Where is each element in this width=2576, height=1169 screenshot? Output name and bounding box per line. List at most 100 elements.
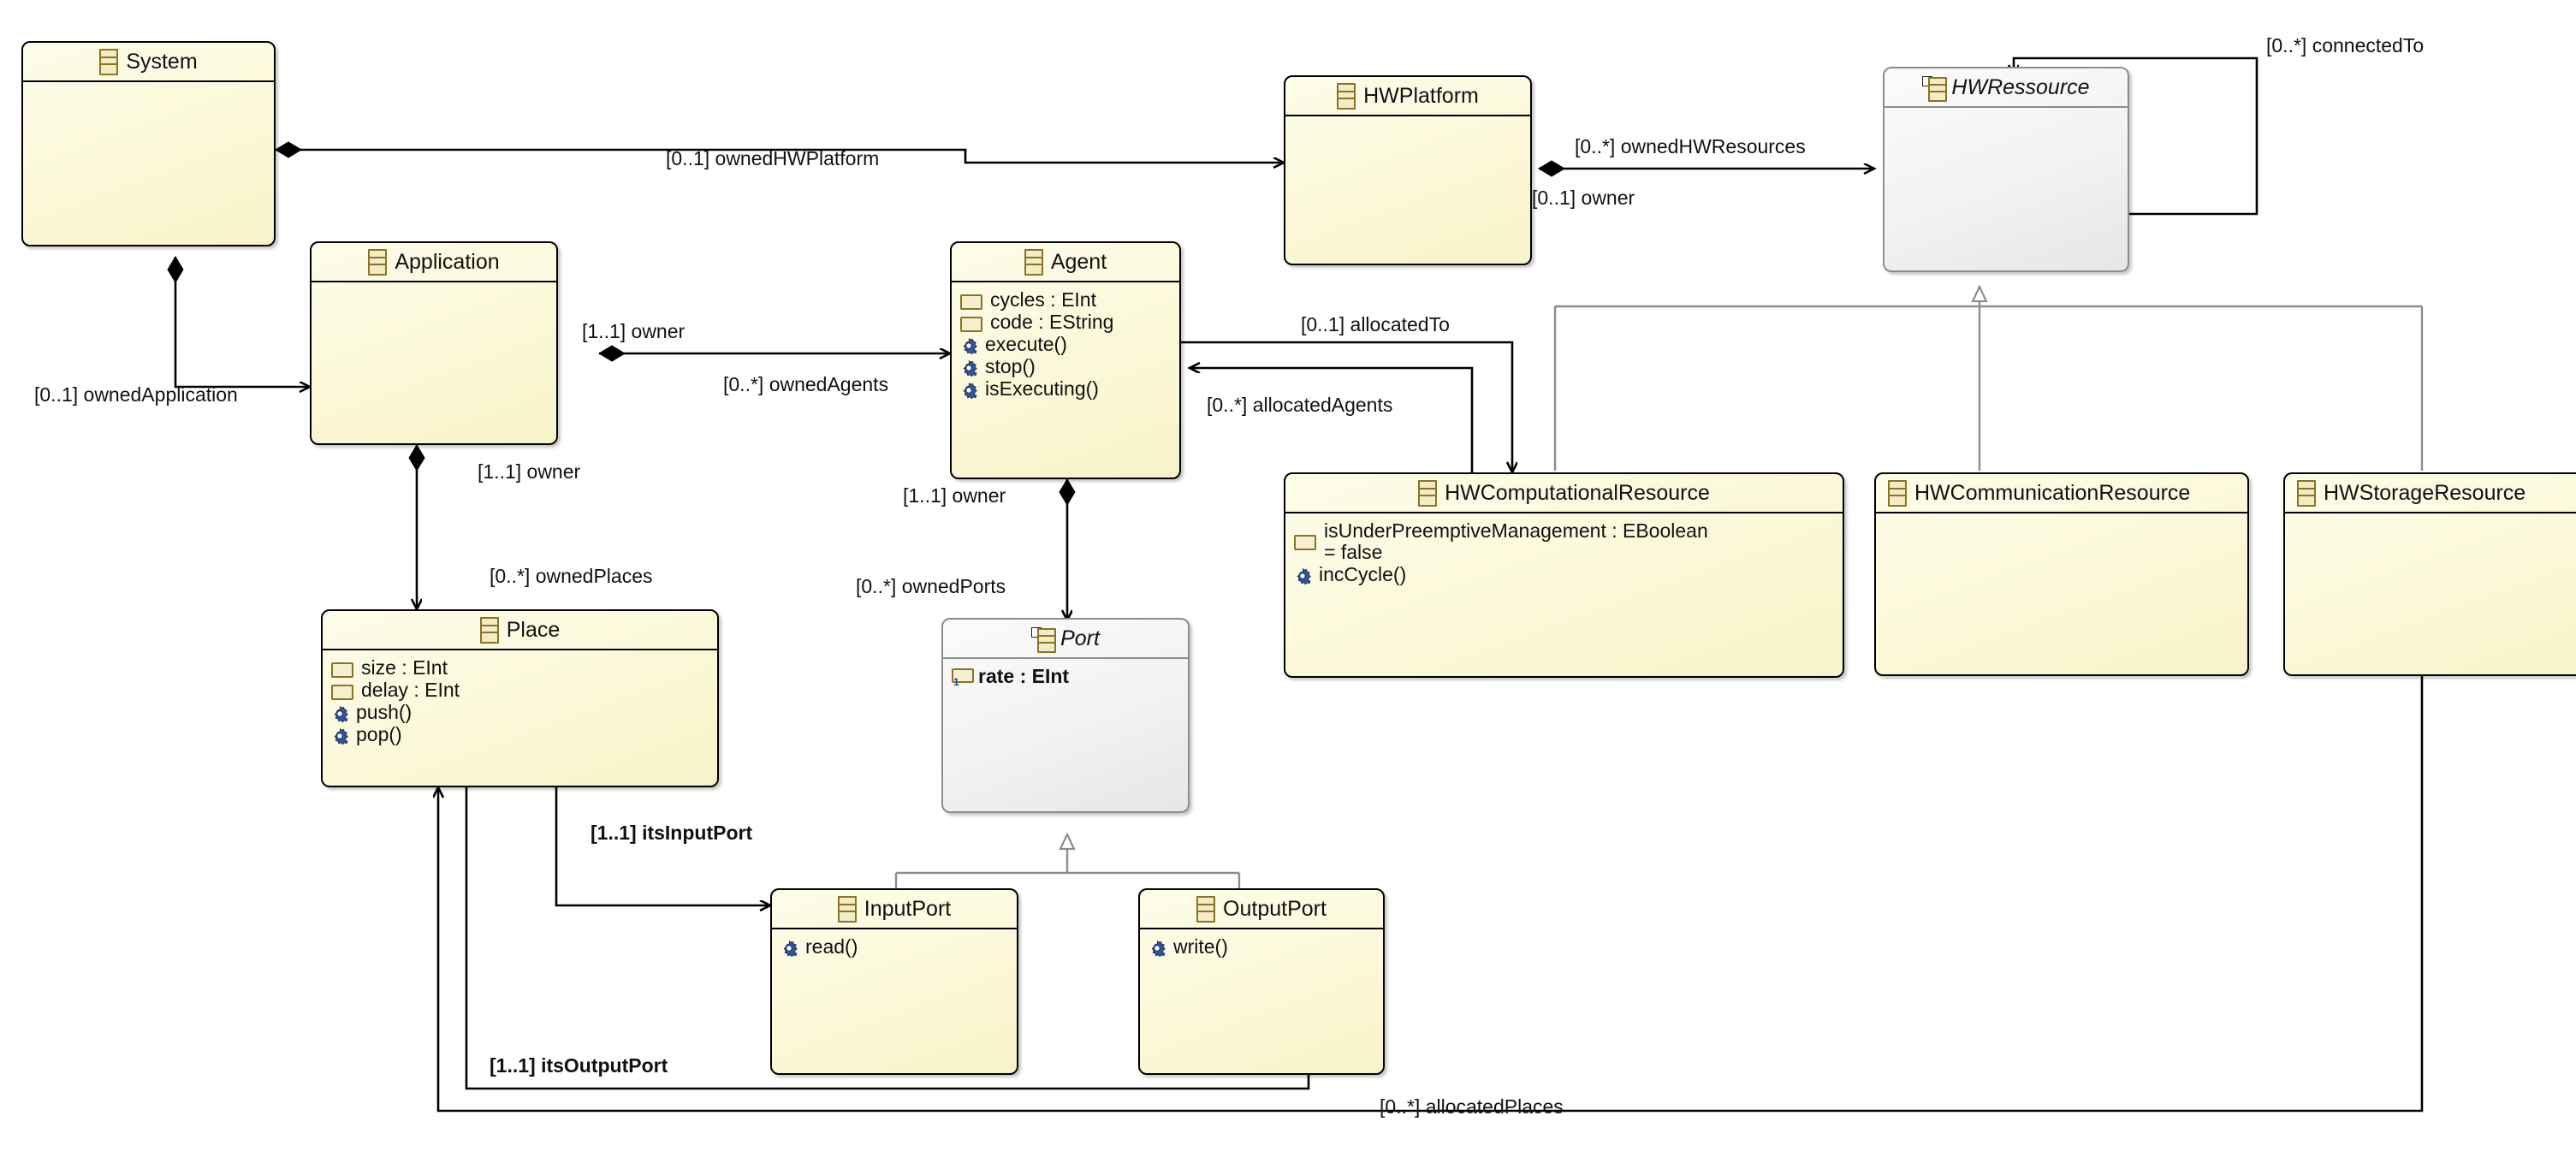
class-body (2285, 513, 2576, 525)
abstract-class-icon (1922, 75, 1948, 102)
edge-label-owner-agent-port: [1..1] owner (903, 484, 1006, 507)
attribute-icon (960, 294, 982, 310)
class-icon (1024, 248, 1043, 276)
edge-label-itsinputport: [1..1] itsInputPort (591, 822, 753, 844)
edge-label-allocatedto: [0..1] allocatedTo (1301, 313, 1450, 335)
class-icon (479, 616, 499, 644)
operation-row: read() (781, 936, 1008, 958)
class-header: OutputPort (1140, 890, 1383, 929)
edge-label-ownedhwresources: [0..*] ownedHWResources (1575, 135, 1806, 157)
class-name: Port (1060, 626, 1100, 650)
operation-gear-icon (331, 705, 348, 723)
abstract-class-icon (1031, 626, 1057, 653)
class-box-outputport[interactable]: OutputPort write() (1138, 888, 1385, 1075)
composition-diamond (1059, 478, 1076, 506)
class-body: 1 rate : EInt (943, 659, 1188, 693)
class-name: HWPlatform (1363, 83, 1479, 108)
operation-label: execute() (985, 333, 1067, 355)
attribute-label: delay : EInt (361, 679, 460, 701)
operation-label: incCycle() (1319, 563, 1407, 585)
operation-gear-icon (781, 940, 798, 958)
composition-diamond (598, 345, 626, 362)
class-box-application[interactable]: Application (310, 241, 558, 445)
operation-gear-icon (331, 727, 348, 745)
class-body: cycles : EInt code : EString execute() (952, 282, 1179, 406)
class-box-inputport[interactable]: InputPort read() (770, 888, 1018, 1075)
class-box-agent[interactable]: Agent cycles : EInt code : EString execu… (950, 241, 1181, 479)
class-name: HWStorageResource (2324, 480, 2526, 505)
attribute-icon (1294, 535, 1316, 550)
operation-gear-icon (960, 382, 977, 400)
class-name: Agent (1050, 249, 1107, 274)
operation-label: pop() (356, 723, 402, 745)
class-name: Place (506, 617, 561, 642)
class-icon (2297, 479, 2316, 507)
class-box-place[interactable]: Place size : EInt delay : EInt push() (321, 609, 719, 787)
class-name: HWComputationalResource (1445, 480, 1710, 505)
attribute-row: 1 rate : EInt (952, 666, 1179, 687)
edge-label-ownedapplication: [0..1] ownedApplication (34, 383, 238, 406)
edge-label-allocatedagents: [0..*] allocatedAgents (1207, 394, 1393, 416)
class-header: InputPort (772, 890, 1017, 929)
edge-label-allocatedplaces: [0..*] allocatedPlaces (1380, 1095, 1564, 1118)
edge-label-ownedplaces: [0..*] ownedPlaces (490, 565, 653, 587)
class-header: HWCommunicationResource (1876, 474, 2247, 513)
operation-row: incCycle() (1294, 564, 1834, 585)
class-box-hwplatform[interactable]: HWPlatform (1284, 75, 1532, 265)
class-body (1876, 513, 2247, 525)
class-name: System (126, 49, 198, 74)
operation-label: read() (805, 935, 858, 958)
attribute-icon (331, 685, 353, 700)
attribute-row: delay : EInt (331, 679, 709, 701)
class-body (312, 282, 556, 294)
class-icon (1337, 82, 1356, 110)
class-body: size : EInt delay : EInt push() (323, 650, 717, 751)
operation-row: push() (331, 702, 709, 723)
edge-label-owner-application-agent: [1..1] owner (582, 320, 686, 342)
class-box-system[interactable]: System (21, 41, 276, 246)
edge-label-ownedagents: [0..*] ownedAgents (723, 373, 889, 395)
class-body: read() (772, 929, 1017, 964)
edge-label-ownedports: [0..*] ownedPorts (856, 575, 1006, 597)
class-header: HWStorageResource (2285, 474, 2576, 513)
class-name: HWCommunicationResource (1914, 480, 2191, 505)
class-box-hwcommunicationresource[interactable]: HWCommunicationResource (1874, 472, 2249, 676)
attribute-label: code : EString (990, 311, 1114, 333)
class-header: HWPlatform (1285, 77, 1530, 116)
attribute-row: cycles : EInt (960, 289, 1171, 311)
class-name: Application (395, 249, 500, 274)
class-body: write() (1140, 929, 1383, 964)
class-box-hwstorageresource[interactable]: HWStorageResource (2283, 472, 2576, 676)
class-header: Application (312, 243, 556, 282)
edge-label-itsoutputport: [1..1] itsOutputPort (490, 1054, 668, 1077)
id-attribute-icon: 1 (952, 668, 974, 687)
composition-diamond (275, 141, 302, 158)
composition-diamond (167, 256, 184, 283)
class-box-hwcomputationalresource[interactable]: HWComputationalResource isUnderPreemptiv… (1284, 472, 1844, 678)
class-header: System (23, 43, 274, 82)
composition-diamond (408, 444, 425, 472)
operation-label: stop() (985, 355, 1036, 377)
operation-gear-icon (1149, 940, 1166, 958)
attribute-label: cycles : EInt (990, 288, 1096, 311)
class-icon (99, 48, 119, 75)
operation-row: stop() (960, 356, 1171, 377)
operation-row: write() (1149, 936, 1374, 958)
class-box-hwressource[interactable]: HWRessource (1883, 67, 2129, 272)
class-icon (1888, 479, 1907, 507)
operation-gear-icon (960, 337, 977, 355)
class-icon (837, 895, 857, 923)
attribute-icon (960, 317, 982, 332)
class-header: HWRessource (1885, 68, 2128, 108)
class-body (23, 82, 274, 94)
operation-gear-icon (1294, 567, 1311, 585)
class-icon (1418, 479, 1438, 507)
class-box-port[interactable]: Port 1 rate : EInt (941, 618, 1190, 813)
operation-row: execute() (960, 334, 1171, 355)
edge-label-connectedto: [0..*] connectedTo (2266, 34, 2425, 56)
attribute-icon (331, 662, 353, 678)
class-body: isUnderPreemptiveManagement : EBoolean =… (1285, 513, 1843, 591)
edge-label-owner-application-place: [1..1] owner (478, 460, 581, 483)
